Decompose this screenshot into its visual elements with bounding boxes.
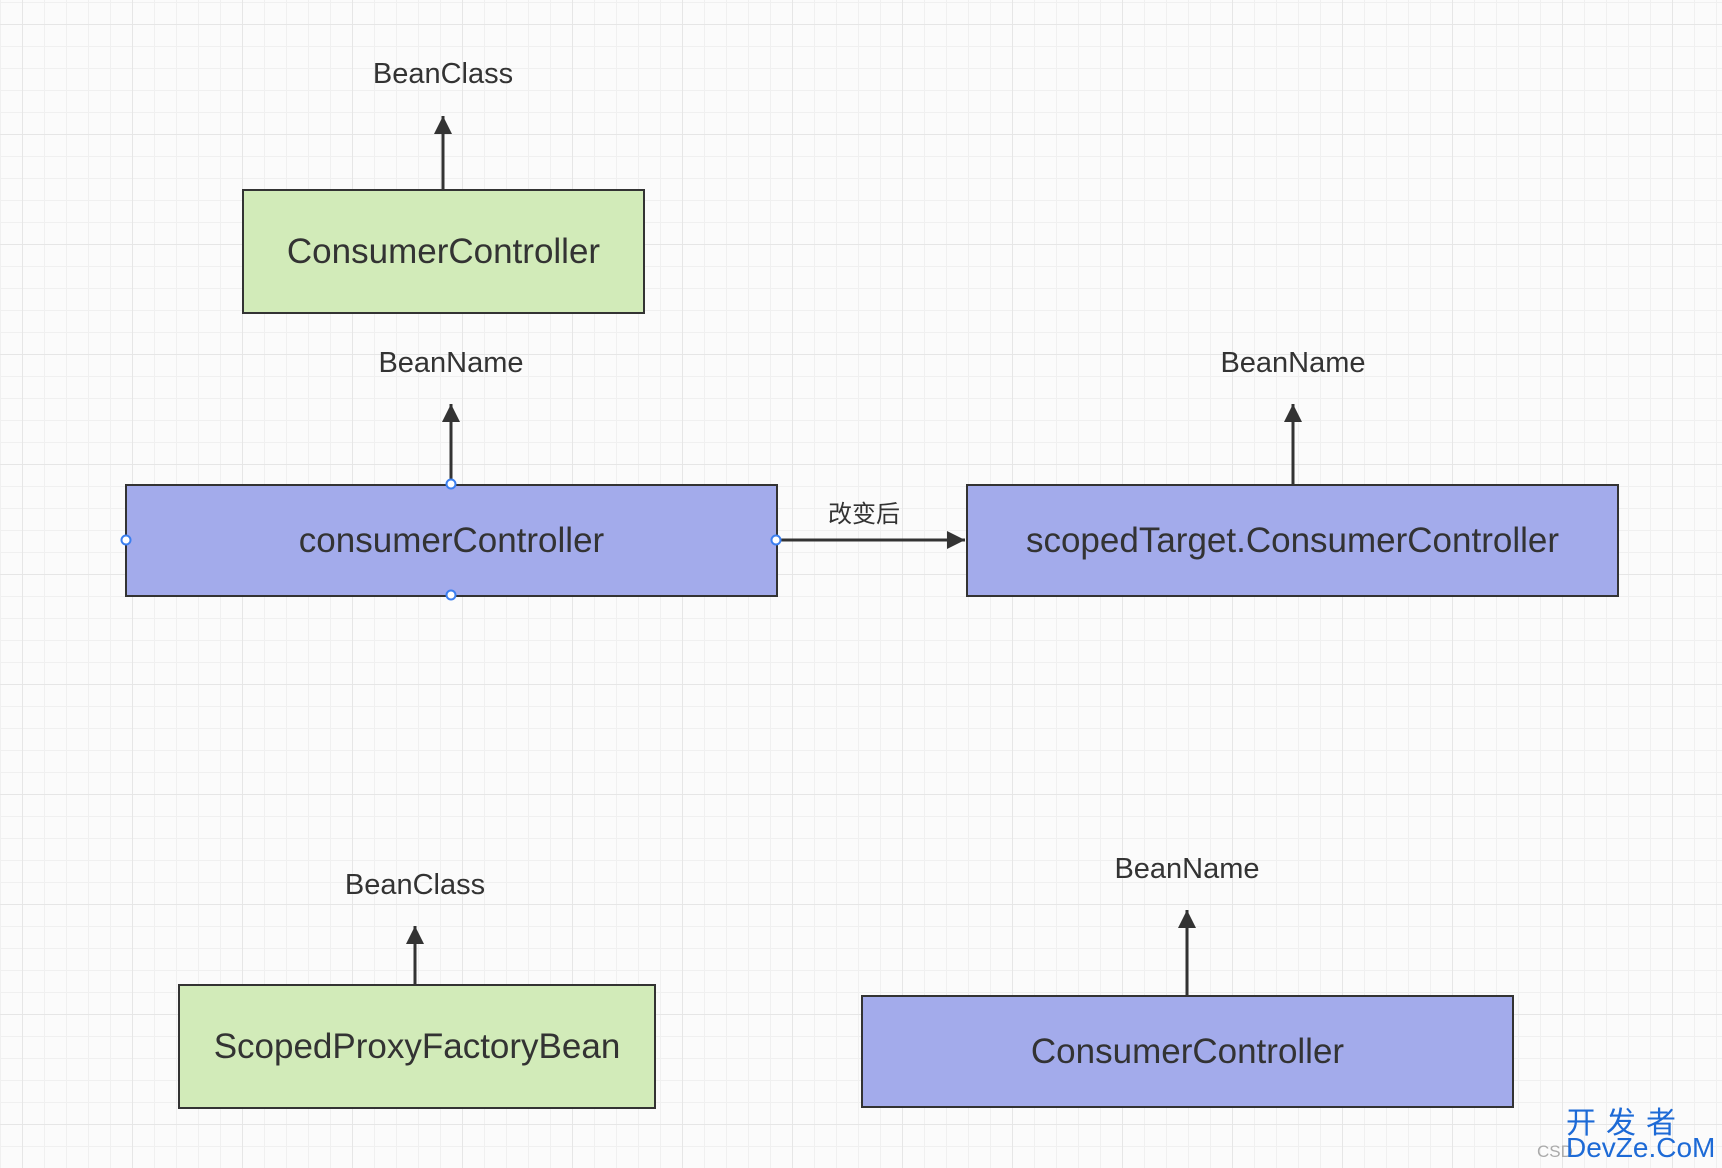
- watermark-prefix: CSD: [1537, 1142, 1573, 1161]
- label-top-bean-class: BeanClass: [372, 58, 514, 90]
- selection-handle-bottom[interactable]: [445, 589, 457, 601]
- node-consumer-controller-selected-text: consumerController: [298, 520, 605, 560]
- selection-handle-right[interactable]: [770, 534, 782, 546]
- node-scoped-target-text: scopedTarget.ConsumerController: [1025, 520, 1560, 560]
- node-scoped-proxy-factory-bean-text: ScopedProxyFactoryBean: [213, 1026, 621, 1066]
- node-bottom-consumer-controller-text: ConsumerController: [1030, 1031, 1345, 1071]
- watermark-english: DevZe.CoM: [1566, 1132, 1716, 1163]
- label-bottom-left-bean-class: BeanClass: [344, 869, 486, 901]
- node-top-consumer-controller-text: ConsumerController: [286, 231, 601, 271]
- node-top-consumer-controller[interactable]: ConsumerController: [242, 189, 645, 314]
- node-scoped-proxy-factory-bean[interactable]: ScopedProxyFactoryBean: [178, 984, 656, 1109]
- label-middle-right-bean-name: BeanName: [1220, 347, 1366, 379]
- label-bottom-right-bean-name: BeanName: [1114, 853, 1260, 885]
- label-middle-left-bean-name: BeanName: [378, 347, 524, 379]
- selection-handle-left[interactable]: [120, 534, 132, 546]
- watermark-chinese: 开发者: [1566, 1106, 1686, 1141]
- edge-label-change-after: 改变后: [828, 501, 900, 528]
- node-bottom-consumer-controller[interactable]: ConsumerController: [861, 995, 1514, 1108]
- node-scoped-target[interactable]: scopedTarget.ConsumerController: [966, 484, 1619, 597]
- node-consumer-controller-selected[interactable]: consumerController: [125, 484, 778, 597]
- selection-handle-top[interactable]: [445, 478, 457, 490]
